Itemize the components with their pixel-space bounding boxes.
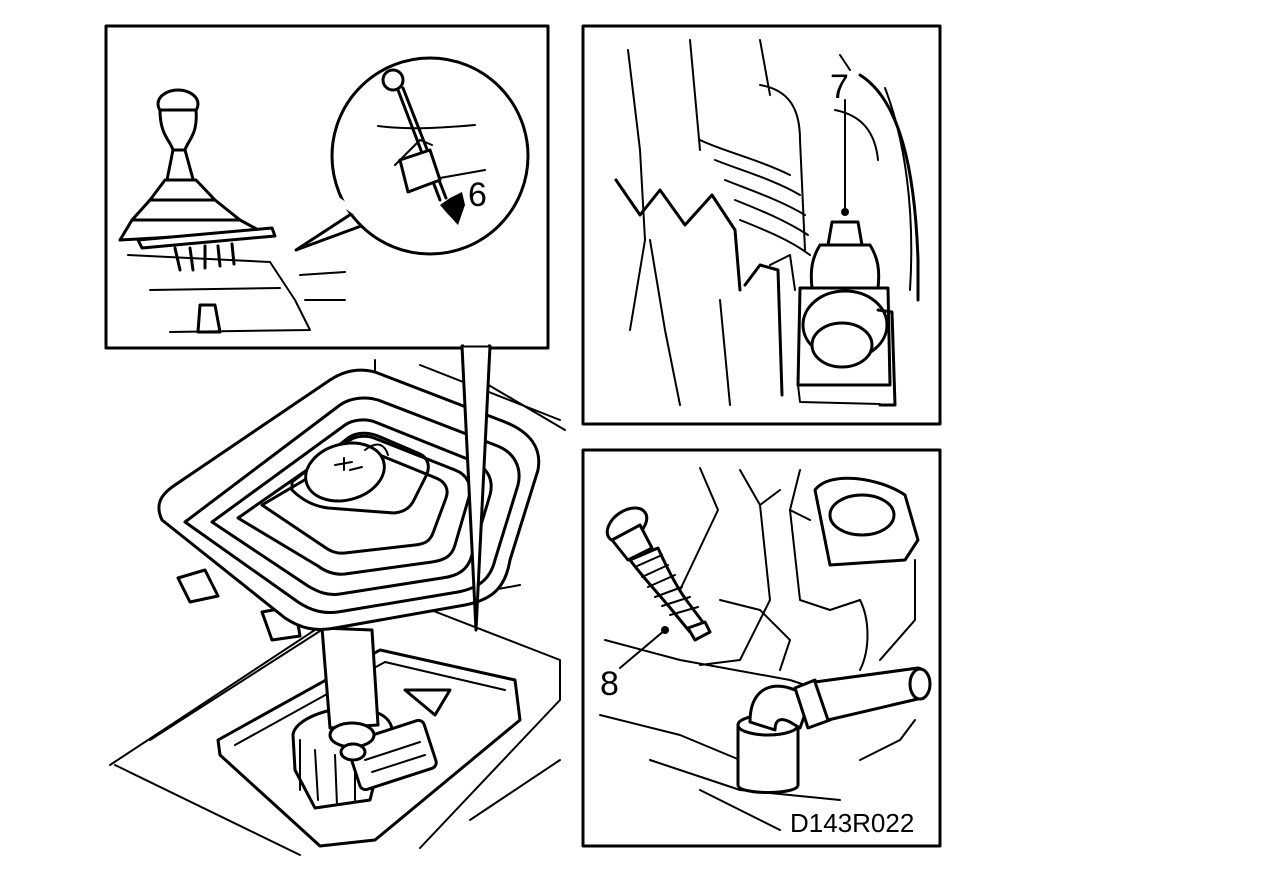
- callout-7: 7: [830, 68, 849, 106]
- callout-8: 8: [600, 665, 619, 703]
- panel-bottom-right: 8 D143R022: [581, 448, 942, 848]
- callout-6: 6: [468, 176, 487, 214]
- panel-top-left: 6: [104, 24, 550, 632]
- figure-code: D143R022: [790, 808, 914, 838]
- detail-magnifier: [294, 56, 530, 256]
- grommet-plug: [605, 506, 712, 642]
- main-shifter-illustration: [109, 359, 566, 856]
- bulb-holder: [796, 220, 897, 407]
- panel-top-right: 7: [581, 24, 942, 426]
- gear-lever-sketch: [118, 88, 346, 334]
- fuel-pipe: [736, 666, 932, 794]
